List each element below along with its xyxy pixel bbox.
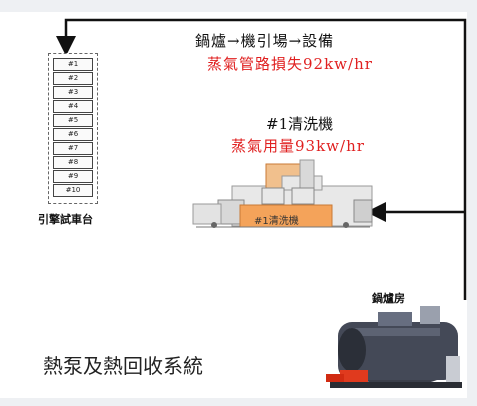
rack-slot: #10 — [53, 184, 93, 197]
flow-route-label: 鍋爐→機引場→設備 — [195, 32, 335, 50]
washer-title: #1清洗機 — [266, 115, 334, 133]
boiler-room-label: 鍋爐房 — [372, 292, 405, 305]
frame-bottom-band — [0, 398, 477, 406]
heat-pump-system-label: 熱泵及熱回收系統 — [43, 354, 203, 378]
rack-slot: #1 — [53, 58, 93, 71]
frame-top-band — [0, 0, 477, 12]
steam-pipe-main — [56, 18, 467, 300]
engine-test-rack: #1 #2 #3 #4 #5 #6 #7 #8 #9 #10 — [48, 53, 98, 204]
rack-slot: #5 — [53, 114, 93, 127]
rack-slot: #9 — [53, 170, 93, 183]
pipe-loss-label: 蒸氣管路損失92kw/hr — [207, 55, 373, 73]
washer-machine-label: #1清洗機 — [254, 216, 299, 227]
rack-slot: #6 — [53, 128, 93, 141]
frame-right-band — [467, 0, 477, 406]
washer-machine-illustration — [192, 159, 373, 228]
engine-test-rack-label: 引擎試車台 — [38, 213, 93, 226]
rack-slot: #4 — [53, 100, 93, 113]
washer-steam-usage: 蒸氣用量93kw/hr — [231, 137, 365, 155]
rack-slot: #2 — [53, 72, 93, 85]
rack-slot: #7 — [53, 142, 93, 155]
rack-slot: #3 — [53, 86, 93, 99]
boiler-illustration — [326, 306, 462, 388]
rack-slot: #8 — [53, 156, 93, 169]
